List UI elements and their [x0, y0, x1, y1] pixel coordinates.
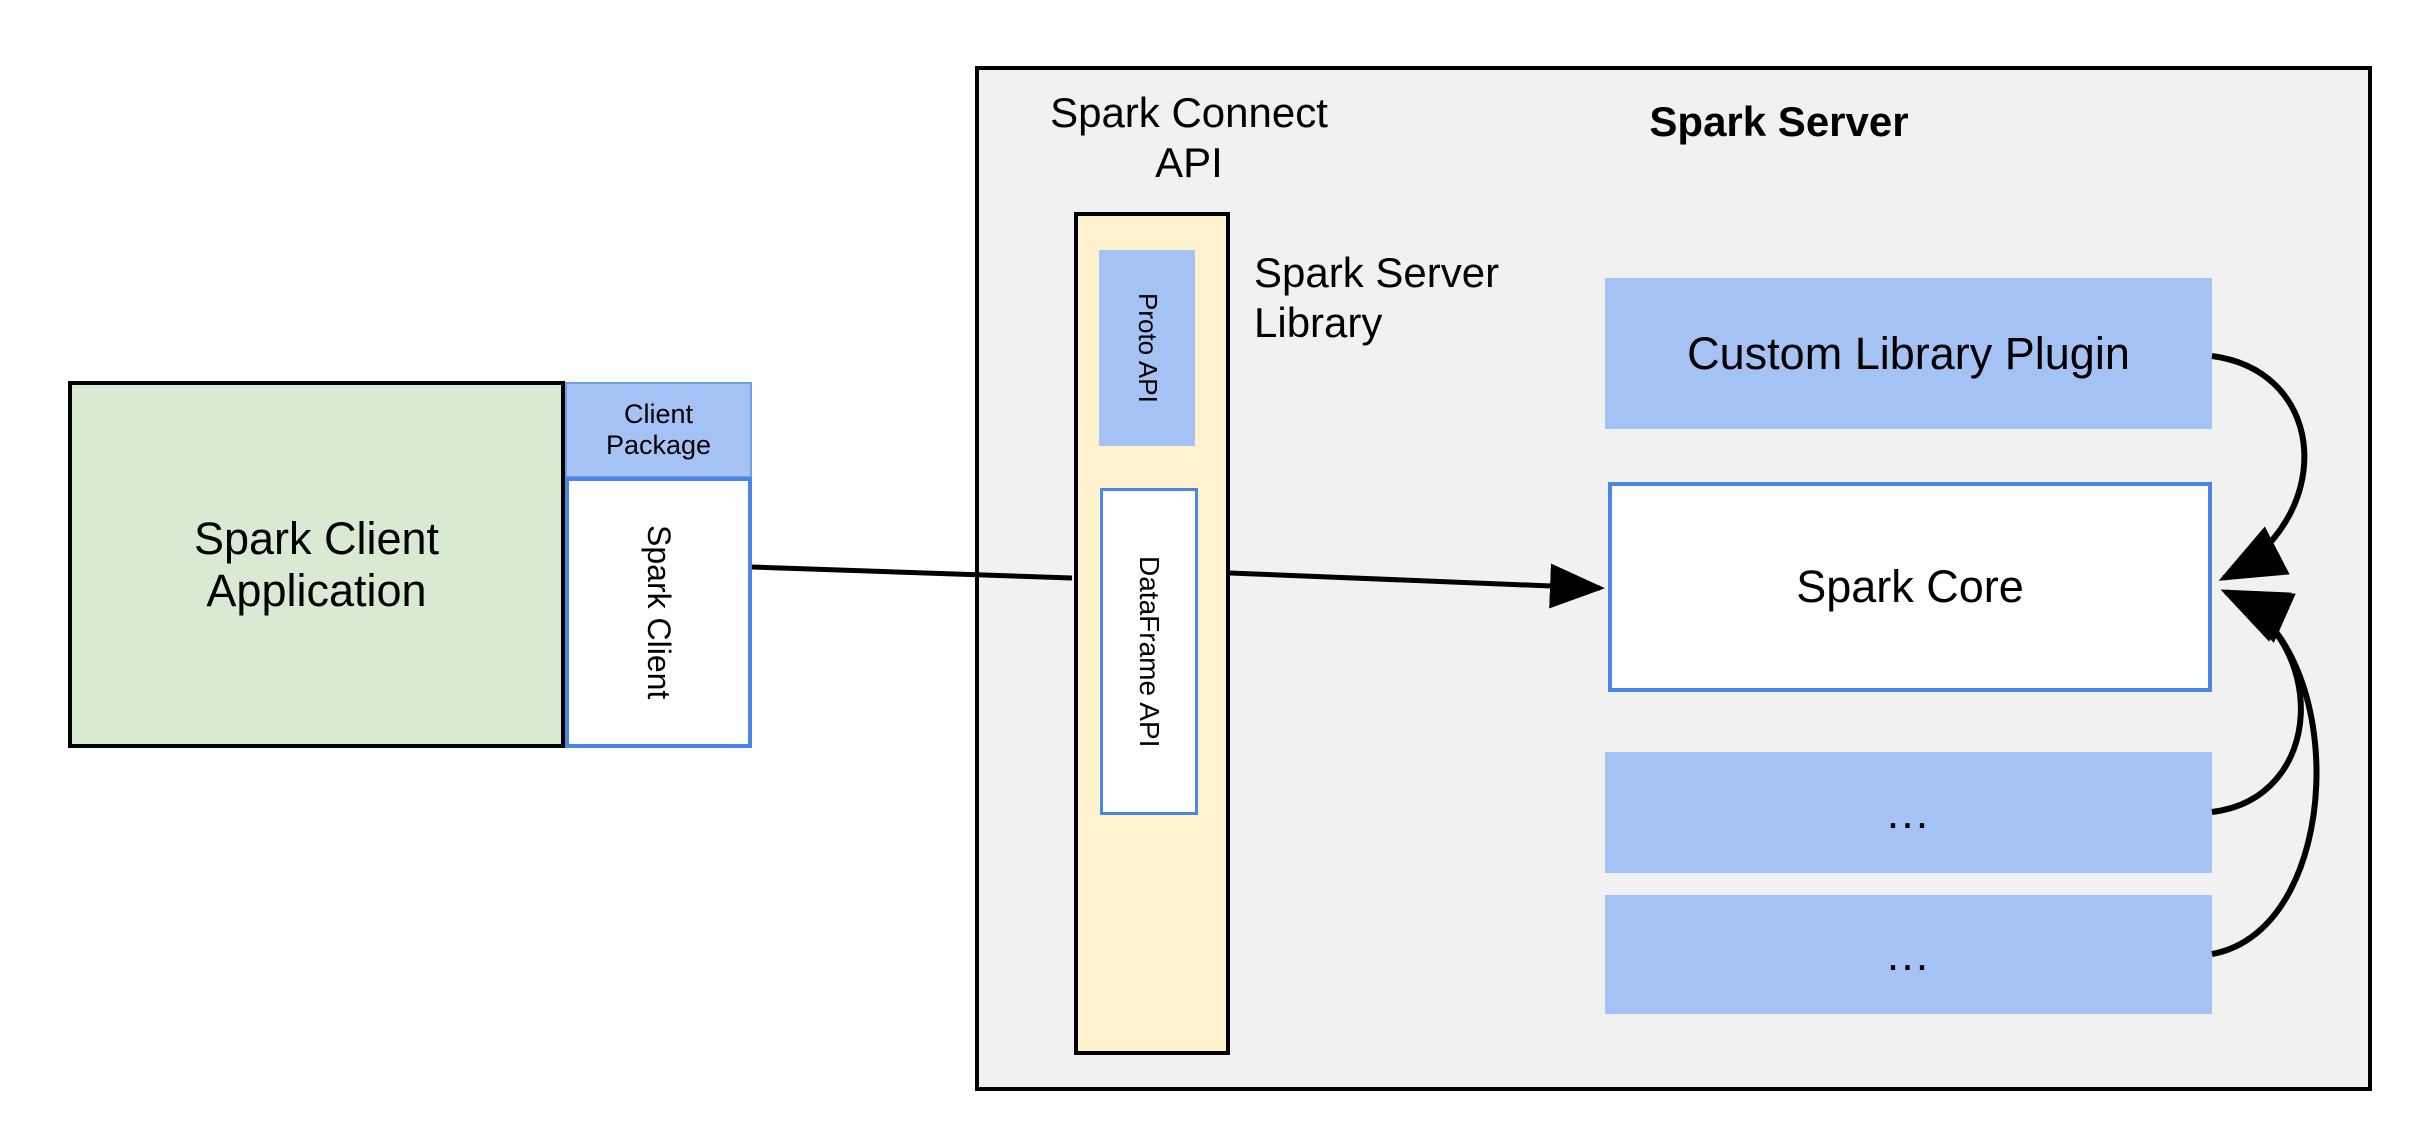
- ellipsis-label-1: ...: [1886, 786, 1931, 838]
- server-component-ellipsis-box-2[interactable]: ...: [1605, 895, 2212, 1014]
- spark-server-library-label: Spark Server Library: [1254, 249, 1500, 346]
- proto-api-box[interactable]: Proto API: [1099, 250, 1195, 446]
- server-component-ellipsis-box-1[interactable]: ...: [1605, 752, 2212, 873]
- proto-api-label: Proto API: [1132, 293, 1163, 403]
- custom-library-plugin-label: Custom Library Plugin: [1687, 327, 2130, 379]
- ellipsis-label-2: ...: [1886, 928, 1931, 980]
- spark-core-label: Spark Core: [1796, 561, 2024, 613]
- custom-library-plugin-box[interactable]: Custom Library Plugin: [1605, 278, 2212, 429]
- dataframe-api-box[interactable]: DataFrame API: [1100, 488, 1198, 815]
- spark-core-box[interactable]: Spark Core: [1608, 482, 2212, 692]
- spark-client-application-label: Spark Client Application: [193, 512, 440, 616]
- client-package-box[interactable]: Client Package: [565, 382, 752, 478]
- client-package-label: Client Package: [605, 398, 712, 460]
- spark-client-label: Spark Client: [640, 525, 677, 700]
- spark-client-application-box[interactable]: Spark Client Application: [68, 381, 565, 748]
- spark-server-title: Spark Server: [1649, 98, 1909, 145]
- spark-client-box[interactable]: Spark Client: [565, 477, 752, 748]
- spark-connect-api-label: Spark Connect API: [1050, 89, 1328, 186]
- dataframe-api-label: DataFrame API: [1134, 555, 1166, 748]
